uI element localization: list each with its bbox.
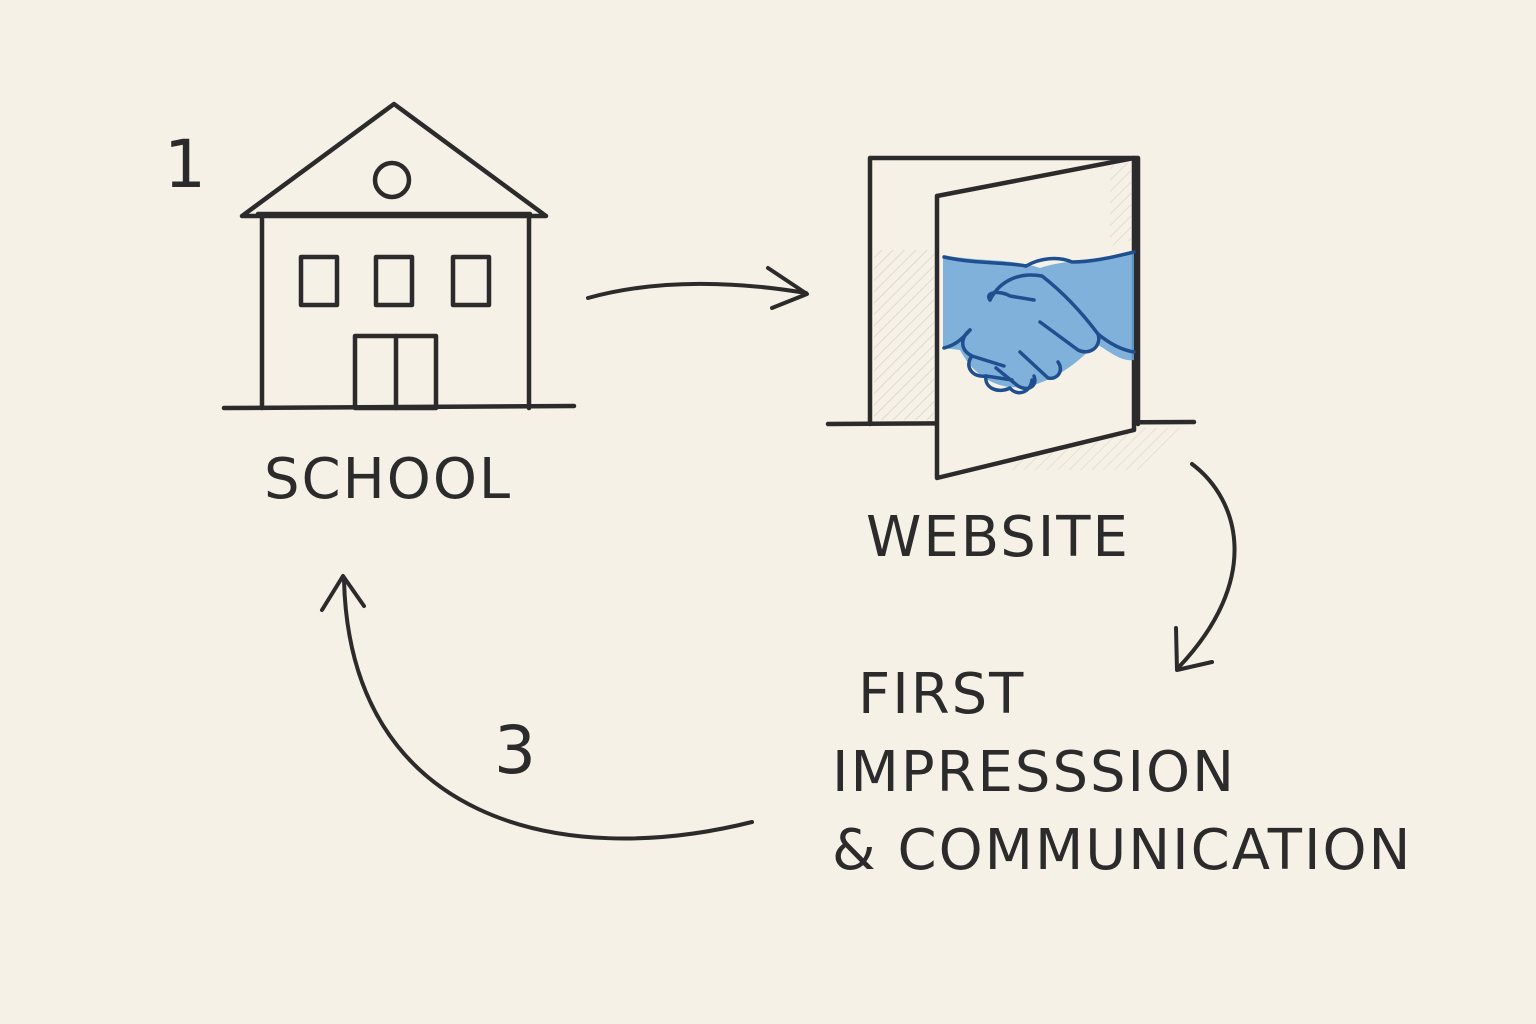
impression-line-1: FIRST	[858, 662, 1026, 727]
school-building-icon	[221, 101, 577, 411]
arrow-impression-to-school	[320, 574, 754, 841]
handshake-icon	[942, 250, 1136, 395]
impression-label: FIRST IMPRESSSION & COMMUNICATION	[832, 656, 1412, 890]
open-door-handshake-icon	[825, 155, 1197, 481]
step-number-3: 3	[494, 712, 536, 789]
arrow-school-to-website	[586, 266, 809, 310]
step-number-1: 1	[164, 126, 206, 203]
school-label: SCHOOL	[264, 447, 513, 512]
impression-line-3: & COMMUNICATION	[832, 818, 1413, 883]
website-label: WEBSITE	[866, 505, 1130, 570]
impression-line-2: IMPRESSSION	[832, 740, 1237, 805]
arrow-website-to-impression	[1174, 462, 1237, 672]
